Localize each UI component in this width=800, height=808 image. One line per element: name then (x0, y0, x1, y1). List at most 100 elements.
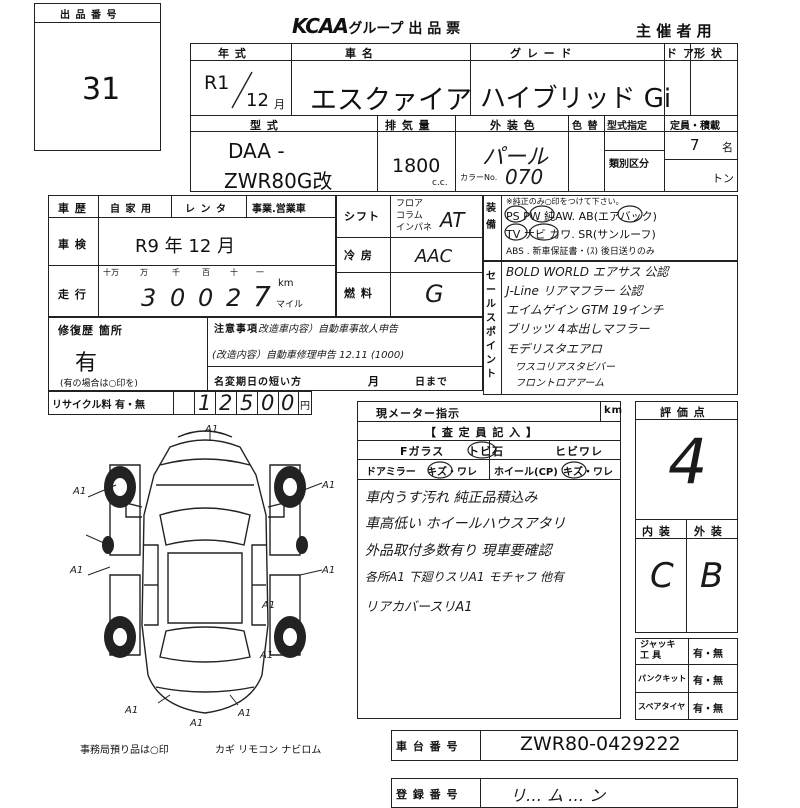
lot-number-divider (34, 22, 161, 23)
repair-box (48, 317, 483, 391)
shift-label: シフト (344, 210, 380, 223)
grade-value: ハイブリッド Gi (480, 84, 672, 114)
history-box (48, 195, 336, 317)
organizer-label: 主 催 者 用 (636, 22, 712, 40)
mileage-digit-4: 2 (226, 284, 242, 312)
recycle-yen: 円 (300, 401, 310, 412)
car-damage-diagram (85, 429, 323, 714)
inspector-note-2: 車高低い ホイールハウスアタリ (365, 516, 566, 532)
recycle-div5 (278, 391, 279, 415)
capacity-unit: 名 (722, 141, 733, 154)
sales-point-label: セールスポイント (486, 271, 497, 380)
drive-box (336, 195, 483, 317)
model-label: 型 式 (250, 119, 279, 132)
row1-header-line (190, 60, 738, 61)
mileage-label: 走 行 (58, 288, 87, 301)
car-name-label: 車 名 (345, 47, 374, 60)
inspector-section-title: 【 査 定 員 記 入 】 (425, 426, 538, 439)
chassis-label: 車 台 番 号 (396, 740, 459, 753)
year-label: 年 式 (218, 47, 247, 60)
inspector-line4 (357, 479, 621, 480)
spare-yes-no: 有・無 (693, 704, 723, 715)
inspection-value: R9 年 12 月 (135, 236, 236, 257)
mileage-digit-3: 0 (198, 284, 214, 312)
exterior-score-label: 外 装 (694, 525, 723, 538)
registration-label: 登 録 番 号 (396, 788, 459, 801)
digit-label-10: 十 (230, 268, 238, 277)
history-col-div (98, 195, 99, 317)
name-change-day: 日まで (415, 377, 448, 388)
recycle-label: リサイクル料 有・無 (52, 400, 145, 411)
history-option-private: 自 家 用 (110, 204, 152, 215)
chassis-div (480, 730, 481, 761)
row2-div3 (568, 115, 569, 192)
inspection-label: 車 検 (58, 238, 87, 251)
registration-div (480, 778, 481, 808)
exterior-color-value: パール (482, 145, 549, 170)
damage-mark-5: A1 (205, 424, 219, 435)
office-custody-note: 事務局預り品は○印 (80, 745, 169, 756)
year-month: 12 (246, 90, 269, 111)
equipment-note: ※純正のみ○印をつけて下さい。 (506, 197, 624, 206)
shape-label: 形 状 (694, 47, 723, 60)
equipment-circles (504, 205, 643, 241)
ac-value: AAC (415, 246, 453, 267)
equipment-box (483, 195, 738, 261)
sales-point-line4: ブリッツ 4本出しマフラー (506, 322, 650, 336)
sales-point-line3: エイムゲイン GTM 19インチ (506, 303, 664, 317)
row1-div1 (291, 43, 292, 116)
drive-col-div (390, 195, 391, 317)
recycle-digit-5: 0 (281, 391, 295, 415)
displacement-value: 1800 (392, 155, 441, 177)
fuel-value: G (425, 280, 444, 308)
sales-point-line6: ワスコリアスタビバー (515, 362, 615, 373)
recycle-digit-4: 0 (261, 391, 275, 415)
recycle-digit-1: 1 (198, 391, 212, 415)
history-label: 車 歴 (58, 202, 87, 215)
inspector-box (357, 401, 621, 719)
repair-note: (有の場合は○印を) (60, 379, 138, 389)
caution-line2: (改造内容）自動車修理申告 12.11 (1000) (212, 350, 405, 361)
office-items: カギ リモコン ナビロム (215, 745, 322, 756)
sales-point-line1: BOLD WORLD エアサス 公認 (506, 265, 669, 279)
repair-col-div (207, 317, 208, 391)
brand-logo: KCAA (292, 14, 349, 38)
month-unit: 月 (274, 98, 285, 111)
damage-mark-7: A1 (238, 708, 252, 719)
damage-mark-2: A1 (70, 565, 84, 576)
recycle-digit-3: 5 (240, 391, 254, 415)
ton-unit: トン (712, 172, 734, 185)
repair-value: 有 (75, 351, 98, 376)
score-value: 4 (668, 425, 708, 498)
row2-box (190, 115, 738, 192)
score-line1 (635, 419, 738, 420)
chip-label: トビ石 (468, 445, 504, 458)
cc-unit: c.c. (432, 178, 448, 188)
damage-mark-10: A1 (262, 600, 276, 611)
damage-mark-3: A1 (322, 480, 336, 491)
form-title: .グループ 出 品 票 (343, 21, 461, 37)
repair-line (207, 366, 483, 367)
door-mirror-label: ドアミラー (366, 467, 416, 478)
recycle-box (48, 391, 312, 415)
capacity-label: 定員・積載 (670, 121, 720, 132)
history-opt-div1 (171, 195, 172, 217)
history-option-rental: レ ン タ (185, 204, 227, 215)
drive-line2 (336, 272, 483, 273)
jack-line2 (635, 692, 738, 693)
digit-label-10k: 万 (140, 268, 148, 277)
jack-col-div (688, 638, 689, 720)
year-era: R1 (204, 72, 230, 94)
equipment-line2: TV ナビ カワ. SR(サンルーフ) (506, 228, 656, 241)
inspector-row3-div (489, 440, 490, 459)
row2-cap-split (664, 159, 738, 160)
equipment-col-div (501, 195, 502, 261)
color-no-label: カラーNo. (460, 173, 498, 182)
digit-label-1k: 千 (172, 268, 180, 277)
class-label: 類別区分 (609, 159, 649, 170)
jack-yes-no: 有・無 (693, 649, 723, 660)
model-line1: DAA - (228, 139, 285, 163)
recycle-div4 (257, 391, 258, 415)
inspector-note-5: リアカバースリA1 (365, 600, 473, 615)
sales-point-col-div (501, 261, 502, 395)
